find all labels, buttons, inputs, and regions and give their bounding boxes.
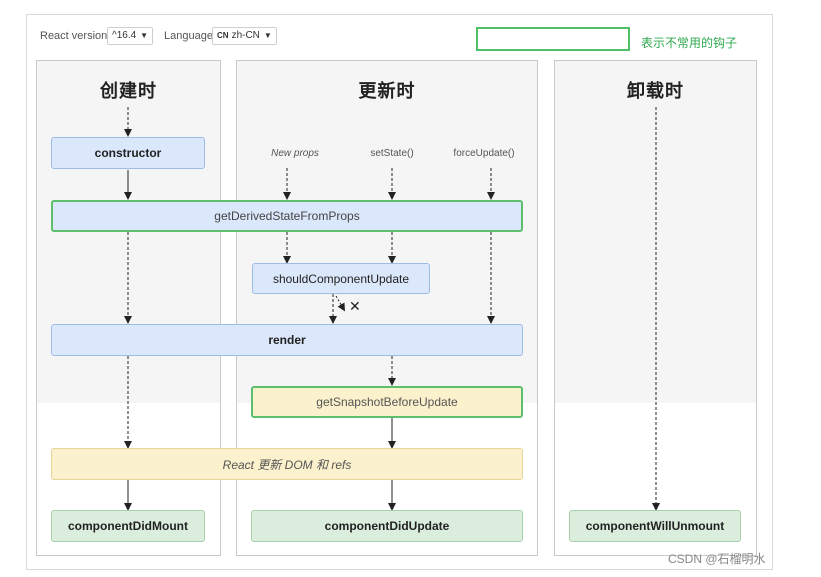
chevron-down-icon: ▼ [140, 31, 149, 40]
node-render: render [51, 324, 523, 356]
column-mount-title: 创建时 [100, 81, 157, 101]
legend-swatch [476, 27, 630, 51]
react-version-label: React version [40, 30, 108, 42]
language-label: Language [164, 30, 213, 42]
node-react-update-dom: React 更新 DOM 和 refs [51, 448, 523, 480]
node-constructor: constructor [51, 137, 205, 169]
node-component-did-mount: componentDidMount [51, 510, 205, 542]
node-should-component-update: shouldComponentUpdate [252, 263, 430, 294]
react-version-select[interactable]: ^16.4▼ [107, 27, 154, 45]
render-phase-area [555, 61, 756, 404]
column-mount: 创建时 [36, 60, 221, 556]
close-icon: ✕ [349, 298, 361, 314]
trigger-new-props: New props [271, 148, 319, 159]
column-unmount: 卸载时 [554, 60, 757, 556]
column-update-title: 更新时 [358, 81, 416, 101]
react-version-value: ^16.4 [112, 30, 137, 41]
node-get-snapshot-before-update: getSnapshotBeforeUpdate [251, 386, 523, 418]
trigger-set-state: setState() [370, 148, 414, 159]
legend-text: 表示不常用的钩子 [641, 36, 738, 50]
chevron-down-icon: ▼ [263, 31, 272, 40]
language-value: zh-CN [231, 30, 260, 41]
node-component-did-update: componentDidUpdate [251, 510, 523, 542]
language-code-badge: CN [217, 31, 229, 40]
column-unmount-title: 卸载时 [627, 81, 684, 101]
watermark: CSDN @石榴明水 [668, 552, 766, 566]
column-update: 更新时 [236, 60, 538, 556]
node-component-will-unmount: componentWillUnmount [569, 510, 741, 542]
trigger-force-update: forceUpdate() [453, 148, 515, 159]
node-get-derived-state-from-props: getDerivedStateFromProps [51, 200, 523, 232]
